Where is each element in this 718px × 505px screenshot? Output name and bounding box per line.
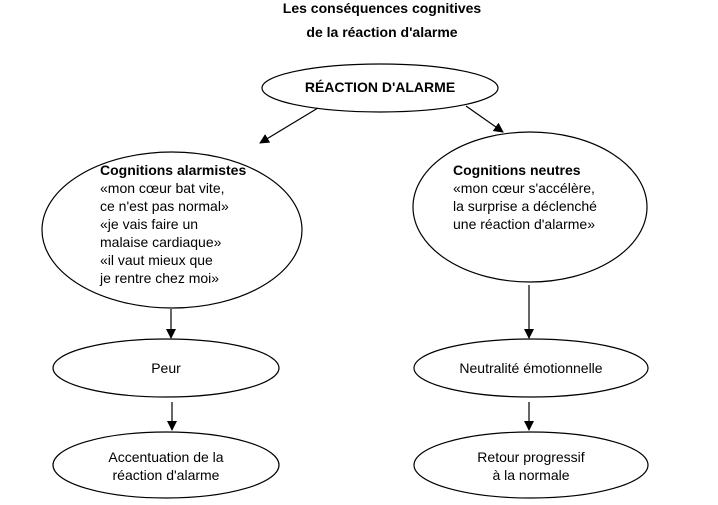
neutral-heading: Cognitions neutres xyxy=(453,162,581,178)
return-line: Retour progressif xyxy=(477,449,585,465)
alarmist-line: «mon cœur bat vite, xyxy=(100,180,225,196)
root-ellipse xyxy=(261,63,499,113)
alarmist-line: ce n'est pas normal» xyxy=(100,198,229,214)
accentuation-node: Accentuation de la réaction d'alarme xyxy=(53,448,279,484)
arrow-root-to-neutral xyxy=(465,105,504,133)
return-ellipse xyxy=(413,431,649,499)
accentuation-ellipse xyxy=(52,431,280,499)
accentuation-line: réaction d'alarme xyxy=(112,467,220,483)
alarmist-line: malaise cardiaque» xyxy=(100,234,222,250)
neutral-line: la surprise a déclenché xyxy=(453,198,597,214)
alarmist-line: je rentre chez moi» xyxy=(100,270,220,286)
alarmist-line: «je vais faire un xyxy=(100,216,199,232)
return-node: Retour progressif à la normale xyxy=(414,448,648,484)
accentuation-line: Accentuation de la xyxy=(108,449,224,465)
arrow-root-to-alarmist xyxy=(259,107,319,144)
alarmist-heading: Cognitions alarmistes xyxy=(100,162,247,178)
fear-ellipse xyxy=(52,338,280,398)
return-line: à la normale xyxy=(492,467,570,483)
neutral-node: Cognitions neutres «mon cœur s'accélère,… xyxy=(453,161,633,233)
neutral-ellipse xyxy=(412,131,648,283)
alarmist-line: «il vaut mieux que xyxy=(100,252,213,268)
diagram-title-line-1: Les conséquences cognitives xyxy=(282,0,482,16)
fear-label: Peur xyxy=(151,360,181,376)
neutral-line: une réaction d'alarme» xyxy=(453,216,595,232)
root-label: RÉACTION D'ALARME xyxy=(304,79,456,95)
diagram-title-line-2: de la réaction d'alarme xyxy=(306,24,458,40)
neutrality-label: Neutralité émotionnelle xyxy=(459,360,603,376)
alarmist-node: Cognitions alarmistes «mon cœur bat vite… xyxy=(100,161,300,287)
neutral-line: «mon cœur s'accélère, xyxy=(453,180,595,196)
alarmist-ellipse xyxy=(41,151,303,309)
neutrality-ellipse xyxy=(413,338,649,398)
